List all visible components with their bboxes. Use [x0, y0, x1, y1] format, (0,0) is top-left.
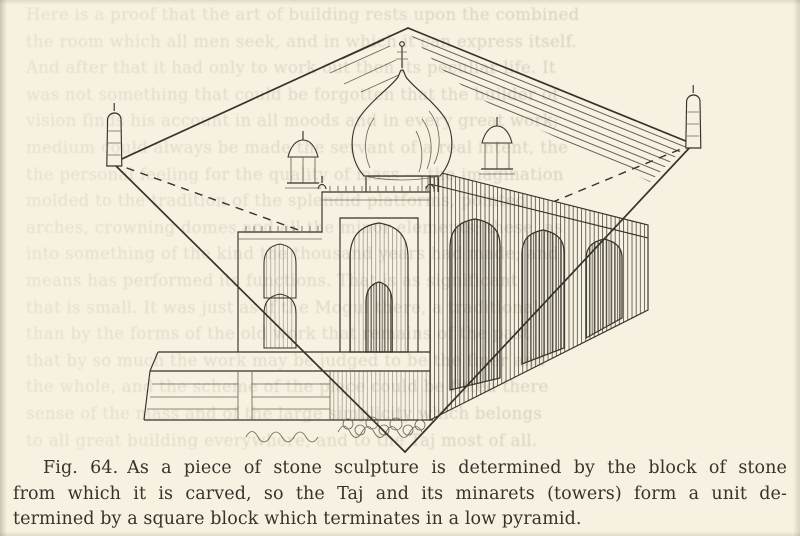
taj-right-face: [429, 169, 649, 421]
pyramid-hatching: [329, 34, 686, 182]
left-minaret: [106, 103, 123, 167]
left-chhatri: [285, 131, 321, 189]
platform-and-garden: [143, 351, 433, 443]
right-chhatri: [479, 117, 515, 175]
caption-line: termined by a square block which termina…: [13, 509, 582, 529]
taj-facade: [237, 176, 435, 353]
caption-line: Fig. 64. As a piece of stone sculpture i…: [43, 458, 787, 478]
right-minaret: [685, 85, 702, 149]
taj-dome: [351, 41, 453, 192]
figure-caption: Fig. 64. As a piece of stone sculpture i…: [13, 456, 787, 533]
caption-line: from which it is carved, so the Taj and …: [13, 483, 787, 504]
taj-block-figure: [106, 27, 702, 453]
block-edges: [112, 27, 694, 453]
